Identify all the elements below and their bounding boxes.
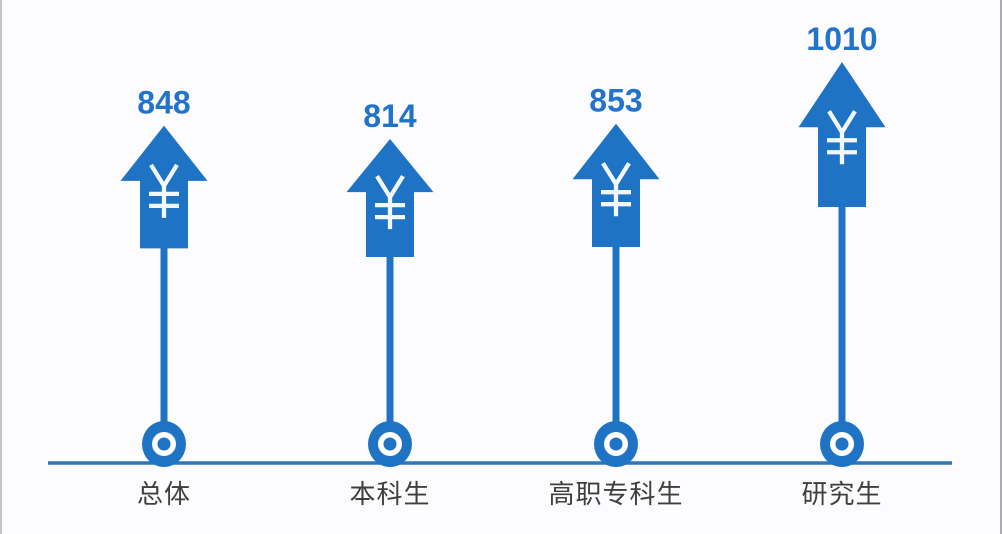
anchor-ring-dot [383,437,397,451]
yuan-sign-glyph [827,110,857,165]
category-label: 总体 [137,480,191,510]
anchor-ring-dot [157,437,171,451]
value-label: 1010 [806,21,877,57]
value-label: 848 [137,85,190,121]
yuan-sign-glyph [375,174,405,230]
category-label: 研究生 [801,480,882,510]
value-label: 853 [589,83,642,119]
yuan-sign-glyph [601,162,631,217]
anchor-ring-dot [835,437,849,451]
category-label: 本科生 [349,480,430,510]
yuan-sign-glyph [149,163,179,218]
anchor-ring-dot [609,437,623,451]
value-label: 814 [363,98,417,134]
category-label: 高职专科生 [548,480,683,510]
